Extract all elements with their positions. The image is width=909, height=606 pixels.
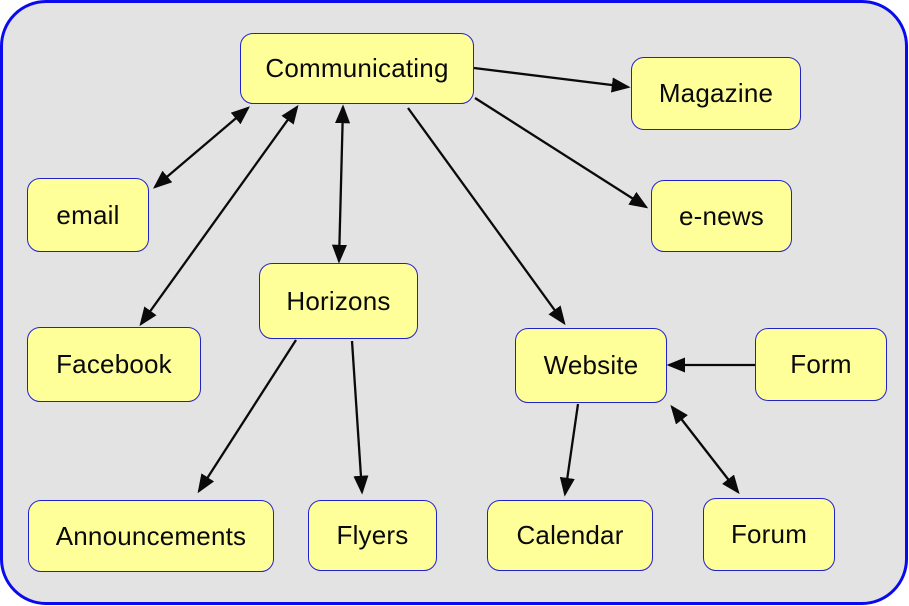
node-label: Announcements — [55, 520, 247, 551]
node-calendar[interactable]: Calendar — [487, 500, 653, 571]
node-label: Magazine — [658, 78, 774, 108]
node-horizons[interactable]: Horizons — [259, 263, 418, 339]
node-forum[interactable]: Forum — [703, 498, 835, 571]
node-label: Forum — [730, 519, 808, 549]
node-label: Form — [790, 349, 852, 379]
node-label: email — [56, 199, 120, 230]
node-label: Facebook — [56, 349, 172, 379]
node-label: Calendar — [516, 520, 624, 550]
node-website[interactable]: Website — [515, 328, 667, 403]
node-form[interactable]: Form — [755, 328, 887, 401]
node-announcements[interactable]: Announcements — [28, 500, 274, 572]
node-magazine[interactable]: Magazine — [631, 57, 801, 130]
node-label: Flyers — [336, 520, 409, 550]
node-facebook[interactable]: Facebook — [27, 327, 201, 402]
node-flyers[interactable]: Flyers — [308, 500, 437, 571]
node-label: Website — [543, 350, 639, 380]
node-label: e-news — [678, 200, 764, 231]
node-label: Communicating — [265, 53, 449, 83]
node-communicating[interactable]: Communicating — [240, 33, 474, 104]
node-e-news[interactable]: e-news — [651, 180, 792, 252]
node-email[interactable]: email — [27, 178, 149, 252]
node-label: Horizons — [286, 285, 391, 316]
